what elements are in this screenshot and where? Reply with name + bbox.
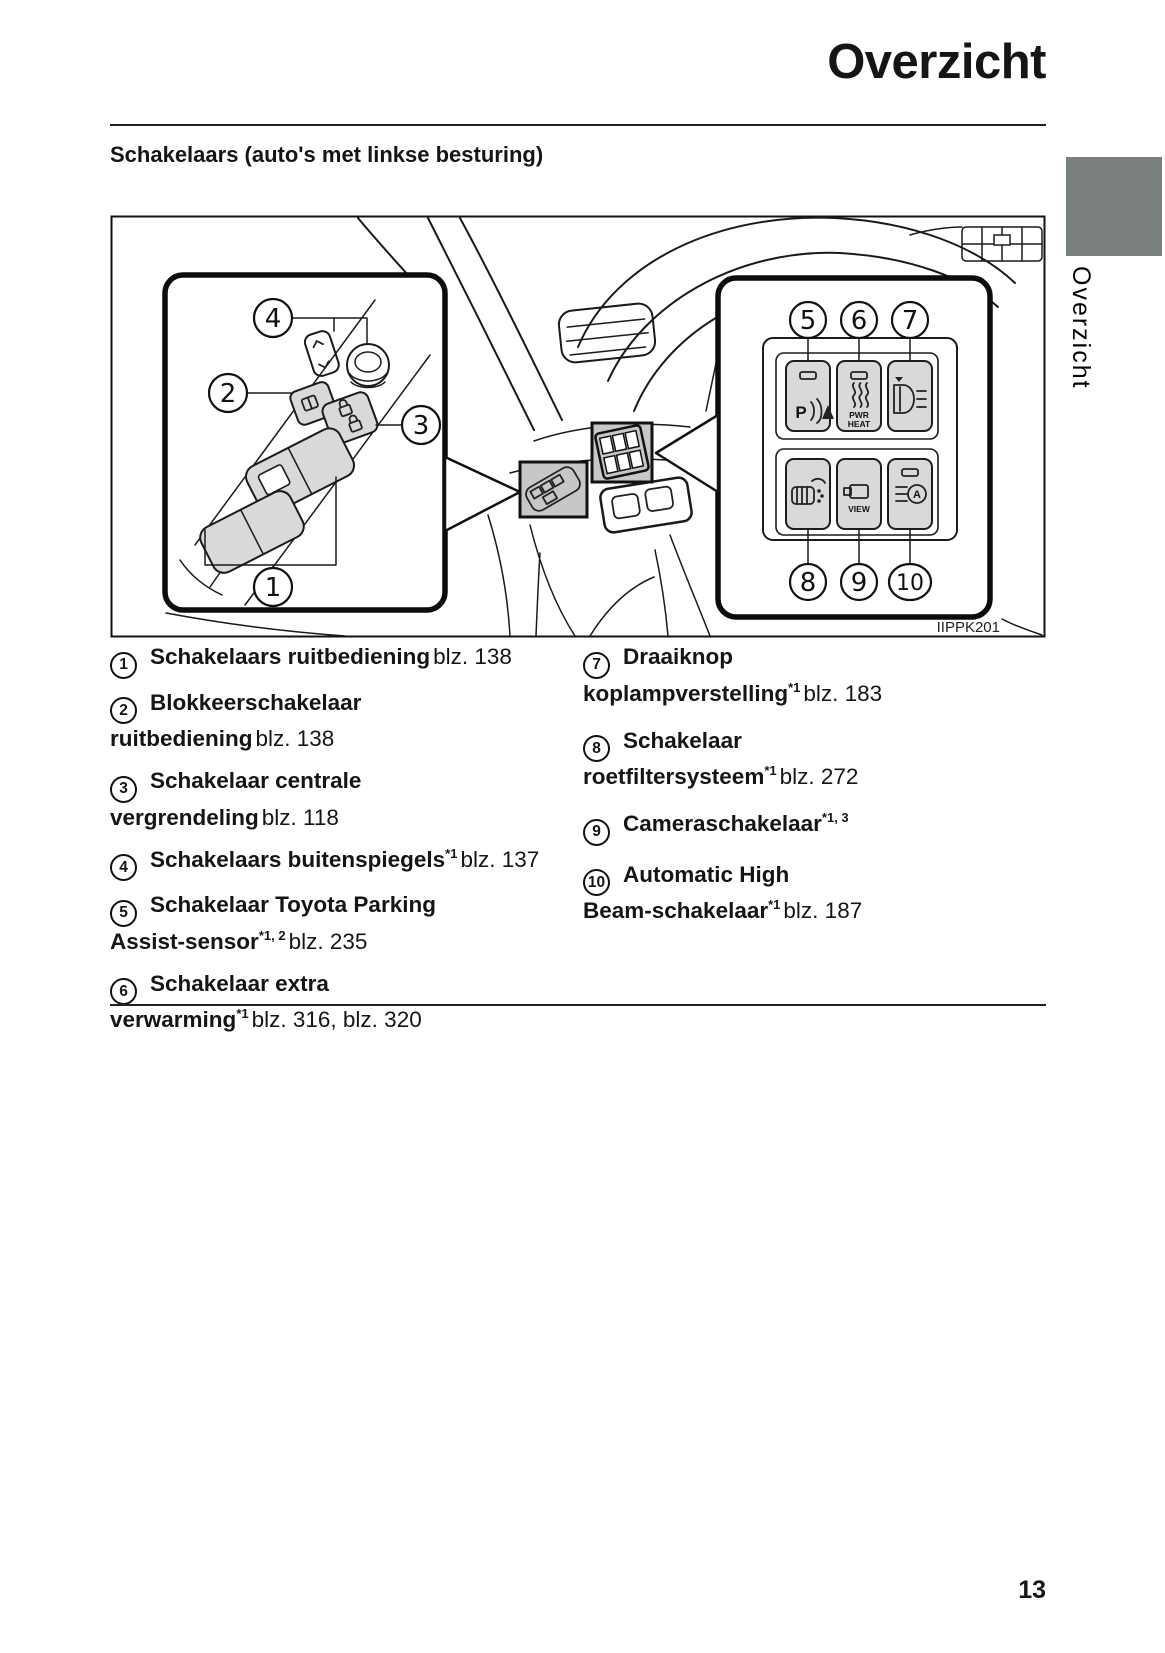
callout-number-6: 6 [851, 306, 868, 336]
callout-number-4: 4 [265, 304, 282, 334]
camera-view-button-icon: VIEW [836, 458, 882, 530]
section-heading: Schakelaars (auto's met linkse besturing… [110, 142, 544, 167]
mirror-select-switch-icon [303, 330, 340, 377]
item-number-badge: 5 [110, 899, 137, 927]
page-reference: blz. 138 [255, 726, 335, 751]
page-reference: blz. 235 [288, 928, 368, 954]
door-switches-callout: 4 2 3 1 [162, 272, 448, 613]
inset-door-panel [518, 460, 589, 519]
callout-number-8: 8 [800, 568, 817, 598]
parking-sensor-button-icon: P [785, 360, 834, 432]
pwr-heat-button-icon: PWR HEAT [836, 360, 882, 432]
item-number-badge: 10 [583, 869, 610, 896]
callout-circle-7 [890, 300, 930, 340]
right-pointer-triangle [654, 413, 720, 494]
page-reference: blz. 183 [803, 680, 883, 706]
item-label: Cameraschakelaar [623, 811, 822, 836]
headlight-leveling-button-icon [887, 360, 933, 432]
callout-circle-9 [839, 562, 879, 602]
figure-code: IIPPK201 [937, 619, 1000, 636]
left-pointer-triangle [443, 455, 522, 533]
item-number-badge: 4 [110, 854, 137, 881]
item-label: Schakelaar [623, 727, 742, 753]
item-number-badge: 6 [110, 978, 137, 1005]
svg-text:VIEW: VIEW [848, 504, 871, 514]
page-reference: blz. 138 [433, 644, 512, 669]
callout-circle-1 [252, 566, 294, 608]
ahb-button-icon: A [887, 458, 933, 530]
callout-circle-6 [839, 300, 879, 340]
item-number-badge: 7 [583, 651, 610, 679]
item-label: Schakelaars ruitbediening [150, 644, 431, 669]
svg-text:PWR: PWR [849, 410, 869, 420]
callout-number-3: 3 [413, 411, 430, 441]
top-rule [110, 124, 1046, 126]
bottom-rule [110, 1004, 1046, 1006]
mirror-knob-icon [346, 343, 390, 389]
callout-circle-3 [400, 404, 442, 446]
page-reference: blz. 316, blz. 320 [251, 1007, 422, 1032]
item-label: Schakelaar centrale [150, 768, 362, 793]
callout-circle-5 [788, 300, 828, 340]
callout-number-2: 2 [220, 379, 237, 409]
page-reference: blz. 272 [779, 764, 859, 789]
callout-circle-8 [788, 562, 828, 602]
svg-text:A: A [913, 489, 921, 501]
page-number: 13 [1018, 1576, 1046, 1604]
callout-circle-10 [887, 562, 933, 602]
item-label: Automatic High [623, 861, 790, 887]
item-number-badge: 8 [583, 735, 610, 762]
dashboard-illustration: 4 2 3 1 P [110, 215, 1046, 638]
item-label: Schakelaar Toyota Parking [150, 892, 436, 917]
svg-text:P: P [795, 403, 806, 422]
callout-circle-4 [252, 297, 294, 339]
callout-number-1: 1 [265, 573, 282, 603]
dash-switches-callout: P PWR HEAT [715, 275, 993, 620]
inset-switch-grid [590, 421, 654, 484]
item-label: Schakelaars buitenspiegels [150, 846, 446, 872]
rear-window-switches-icon [199, 490, 305, 574]
callout-number-9: 9 [851, 568, 868, 598]
chapter-tab [1066, 157, 1162, 256]
page-title: Overzicht [827, 35, 1046, 89]
item-label: Draaiknop [623, 644, 734, 669]
page-reference: blz. 118 [261, 804, 339, 830]
item-number-badge: 3 [110, 775, 137, 803]
callout-number-7: 7 [902, 306, 919, 336]
callout-number-5: 5 [800, 306, 817, 336]
item-number-badge: 2 [110, 697, 137, 724]
dpf-button-icon [785, 458, 831, 530]
svg-text:HEAT: HEAT [848, 419, 871, 429]
item-number-badge: 9 [583, 818, 610, 846]
item-label: Schakelaar extra [150, 970, 329, 996]
item-label: Blokkeerschakelaar [150, 689, 362, 715]
item-number-badge: 1 [110, 651, 137, 679]
page-reference: blz. 137 [460, 846, 540, 872]
callout-number-10: 10 [896, 571, 924, 596]
chapter-tab-label: Overzicht [1067, 266, 1095, 390]
page-reference: blz. 187 [783, 898, 863, 923]
callout-circle-2 [207, 372, 249, 414]
